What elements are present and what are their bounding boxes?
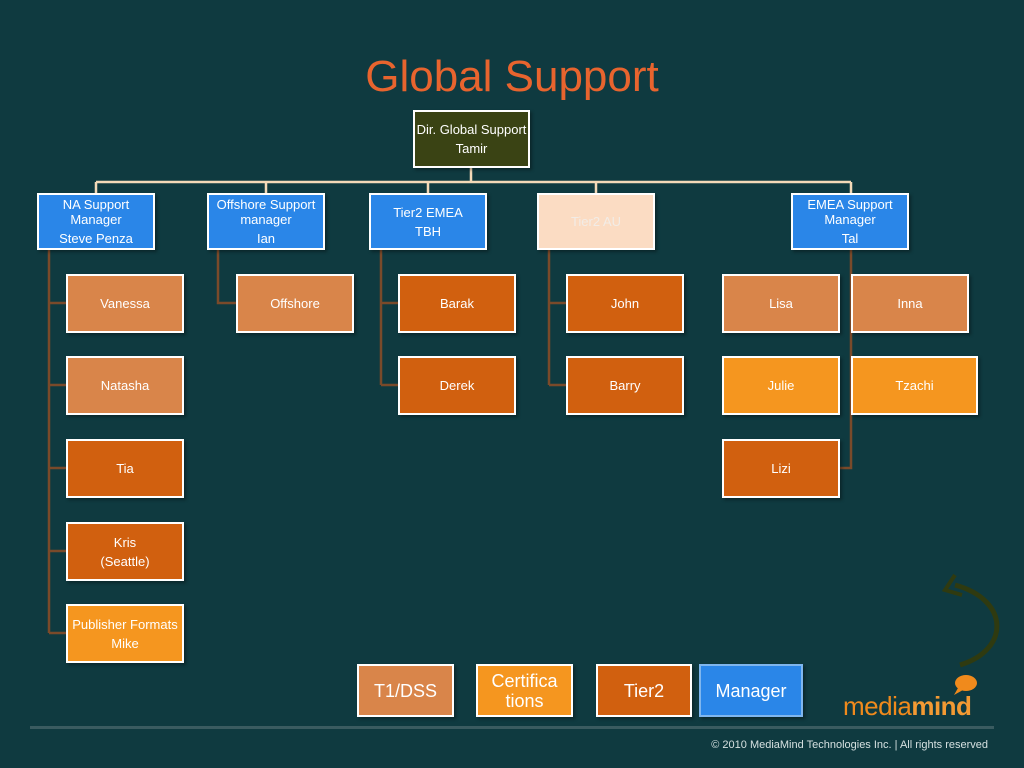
staff-name: Mike	[111, 635, 139, 651]
manager-box-tier2-au: Tier2 AU	[537, 193, 655, 250]
recycle-arrow-icon	[941, 573, 1000, 668]
page-title: Global Support	[365, 52, 659, 101]
staff-name: John	[610, 296, 640, 311]
staff-box-barak: Barak	[398, 274, 516, 333]
tier2-au-branch-connector	[547, 250, 568, 387]
staff-role: Publisher Formats	[72, 616, 178, 632]
staff-box-vanessa: Vanessa	[66, 274, 184, 333]
na-branch-connector	[47, 250, 68, 635]
staff-name: Barry	[609, 378, 641, 393]
staff-name: Lizi	[771, 461, 791, 476]
manager-role: Tier2 EMEA	[393, 204, 463, 220]
logo-text-part2: mind	[911, 691, 972, 721]
staff-name: Vanessa	[100, 296, 150, 311]
staff-name: Tzachi	[895, 378, 934, 393]
mediamind-logo: mediamind	[843, 691, 972, 722]
staff-name: Inna	[897, 296, 923, 311]
legend-tier2: Tier2	[596, 664, 692, 717]
emea-branch-connector	[840, 250, 853, 470]
manager-name: Ian	[256, 231, 276, 246]
legend-label: Manager	[715, 680, 787, 701]
staff-box-lizi: Lizi	[722, 439, 840, 498]
staff-box-publisher-formats: Publisher Formats Mike	[66, 604, 184, 663]
staff-name: Barak	[440, 296, 474, 311]
staff-name: Offshore	[270, 296, 320, 311]
manager-box-na: NA Support Manager Steve Penza	[37, 193, 155, 250]
staff-box-offshore: Offshore	[236, 274, 354, 333]
legend-label: Tier2	[623, 680, 665, 701]
manager-role: Offshore Support manager	[216, 197, 316, 227]
legend-label: T1/DSS	[373, 680, 438, 701]
legend-t1-dss: T1/DSS	[357, 664, 454, 717]
staff-name: Natasha	[100, 378, 150, 393]
tier2-emea-branch-connector	[379, 250, 400, 387]
legend-certifications: Certifica tions	[476, 664, 573, 717]
offshore-branch-connector	[216, 250, 238, 305]
director-role: Dir. Global Support	[416, 122, 527, 137]
manager-box-tier2-emea: Tier2 EMEA TBH	[369, 193, 487, 250]
legend-label: Certifica tions	[491, 670, 558, 711]
staff-box-kris: Kris (Seattle)	[66, 522, 184, 581]
manager-name: TBH	[415, 223, 441, 239]
copyright-text: © 2010 MediaMind Technologies Inc. | All…	[711, 739, 988, 751]
staff-box-inna: Inna	[851, 274, 969, 333]
staff-box-barry: Barry	[566, 356, 684, 415]
manager-box-offshore: Offshore Support manager Ian	[207, 193, 325, 250]
staff-box-julie: Julie	[722, 356, 840, 415]
staff-box-john: John	[566, 274, 684, 333]
logo-text-part1: media	[843, 691, 912, 721]
manager-role: Tier2 AU	[570, 214, 622, 229]
manager-name: Tal	[841, 231, 859, 246]
staff-name: Julie	[767, 378, 795, 393]
speech-bubble-icon	[954, 675, 977, 695]
staff-name: Tia	[116, 461, 134, 476]
director-box: Dir. Global Support Tamir	[413, 110, 530, 168]
manager-box-emea: EMEA Support Manager Tal	[791, 193, 909, 250]
staff-name: Kris	[113, 534, 137, 550]
manager-role: NA Support Manager	[62, 197, 130, 227]
staff-box-natasha: Natasha	[66, 356, 184, 415]
director-name: Tamir	[455, 141, 488, 156]
staff-name: Lisa	[769, 296, 793, 311]
staff-box-tzachi: Tzachi	[851, 356, 978, 415]
staff-name: Derek	[439, 378, 475, 393]
footer-divider	[30, 726, 994, 729]
manager-role: EMEA Support Manager	[807, 197, 893, 227]
manager-name: Steve Penza	[59, 231, 133, 246]
staff-location: (Seattle)	[100, 553, 150, 569]
staff-box-tia: Tia	[66, 439, 184, 498]
staff-box-lisa: Lisa	[722, 274, 840, 333]
staff-box-derek: Derek	[398, 356, 516, 415]
legend-manager: Manager	[699, 664, 803, 717]
